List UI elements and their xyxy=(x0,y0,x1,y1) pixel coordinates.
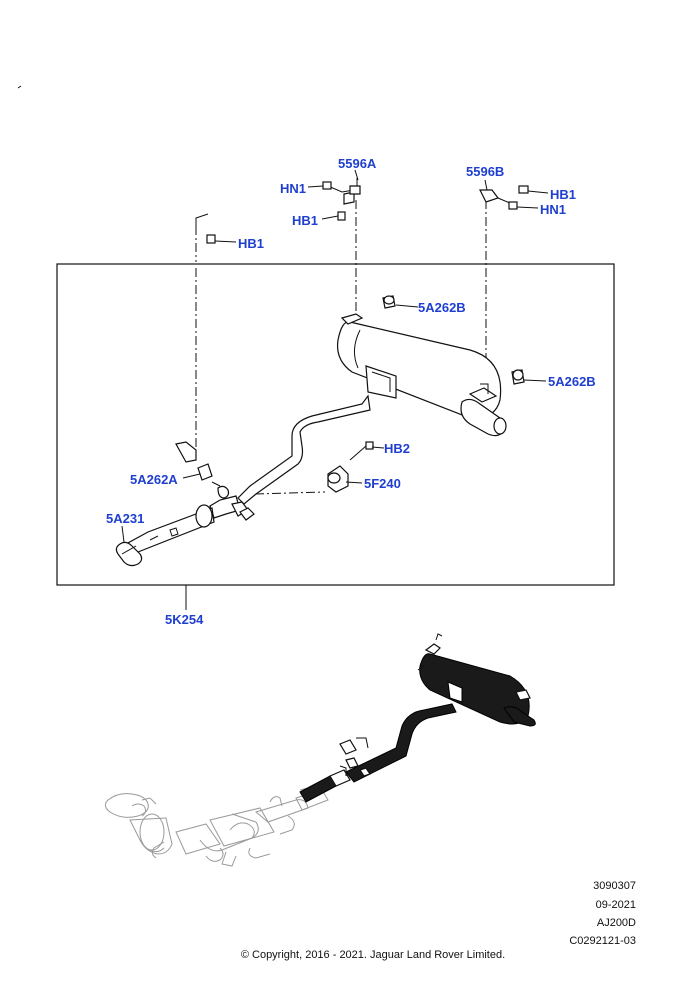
callout-5A231: 5A231 xyxy=(106,511,144,526)
leader-hn1-right xyxy=(516,206,539,209)
leader-hb2 xyxy=(371,446,385,449)
callout-5A262A: 5A262A xyxy=(130,472,178,487)
insulator-5A262B-top xyxy=(382,295,396,309)
callout-hn1-left: HN1 xyxy=(280,181,306,196)
callout-5A262B-top: 5A262B xyxy=(418,300,466,315)
bracket-5596B xyxy=(479,185,529,210)
bolt-hb2 xyxy=(349,441,374,461)
leader-5596A xyxy=(354,169,359,181)
leader-5A262B-top xyxy=(395,304,419,308)
callout-5K254: 5K254 xyxy=(165,612,204,627)
bolt-hb1-far-left xyxy=(195,213,216,244)
damper-5F240 xyxy=(327,465,349,493)
copyright-notice: © Copyright, 2016 - 2021. Jaguar Land Ro… xyxy=(240,949,506,961)
leader-hn1-left xyxy=(307,185,324,188)
callout-hb2: HB2 xyxy=(384,441,410,456)
insulator-5A262B-right xyxy=(511,369,525,385)
leader-5F240 xyxy=(345,481,363,484)
meta-date: 09-2021 xyxy=(595,899,636,911)
guide-line-damper xyxy=(254,491,326,495)
leader-hb1-right xyxy=(527,190,549,194)
callout-hn1-right: HN1 xyxy=(540,202,566,217)
overview-pipe xyxy=(345,703,457,783)
callout-hb1-right: HB1 xyxy=(550,187,576,202)
leader-hb1-far-left xyxy=(214,240,237,243)
clamp-5A231 xyxy=(115,541,143,567)
leader-5A262B-right xyxy=(523,379,547,382)
meta-ref: C0292121-03 xyxy=(569,935,636,947)
callout-hb1-left-top: HB1 xyxy=(292,213,318,228)
insulator-5A262A xyxy=(175,441,221,487)
leader-hb1-left-top xyxy=(321,215,339,220)
callout-5596B: 5596B xyxy=(466,164,504,179)
meta-code: 3090307 xyxy=(593,880,636,892)
assembly-frame xyxy=(56,263,615,586)
intermediate-pipe xyxy=(209,394,371,521)
flex-section xyxy=(299,775,337,803)
rear-muffler xyxy=(336,313,507,437)
meta-engine: AJ200D xyxy=(596,917,636,929)
callout-5F240: 5F240 xyxy=(364,476,401,491)
callout-5596A: 5596A xyxy=(338,156,377,171)
bracket-5596A xyxy=(322,178,361,221)
leader-5A262A xyxy=(182,473,201,479)
overview-illustration xyxy=(104,633,536,867)
callout-5A262B-right: 5A262B xyxy=(548,374,596,389)
leader-5596B xyxy=(484,179,488,191)
coupling xyxy=(329,769,351,787)
ghosted-front-components xyxy=(104,787,329,867)
callout-hb1-far-left: HB1 xyxy=(238,236,264,251)
leader-5A231 xyxy=(121,525,125,543)
corner-mark xyxy=(17,85,22,89)
